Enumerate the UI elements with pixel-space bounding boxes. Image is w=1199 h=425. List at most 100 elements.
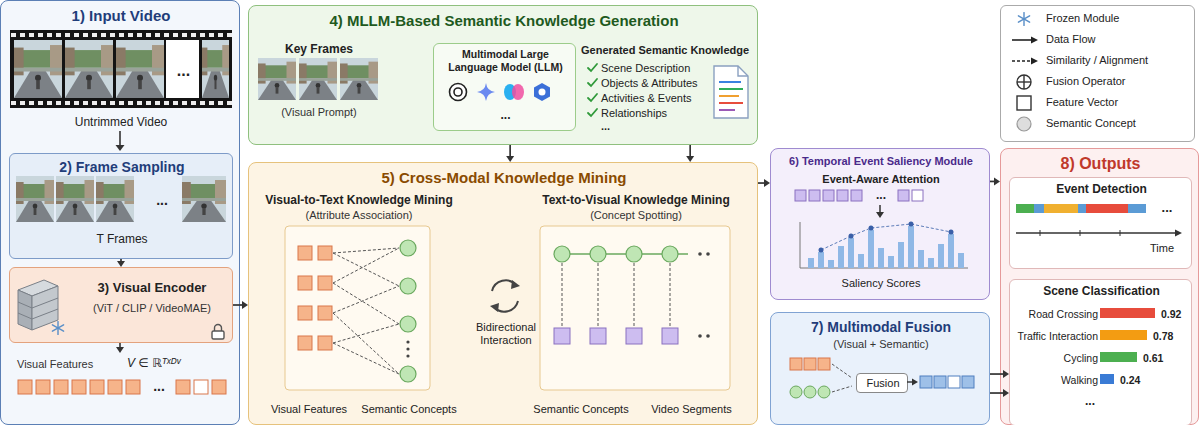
- legend-sample: [1017, 96, 1031, 110]
- film-strip: [10, 30, 232, 108]
- visual-feature: [298, 306, 312, 320]
- flow-arrow: [116, 145, 125, 151]
- sampled-frames: [96, 176, 134, 222]
- video-segment: [590, 328, 606, 344]
- arrow-head: [764, 179, 770, 187]
- saliency-chart: [909, 222, 914, 227]
- legend-text: Data Flow: [1046, 33, 1191, 46]
- encoder-panel: 3) Visual Encoder(ViT / CLIP / VideoMAE): [9, 267, 233, 343]
- alignment-line: [562, 263, 563, 327]
- text-label: ...: [144, 192, 180, 209]
- fusion-inputs: [804, 386, 816, 398]
- cycle-icon: [492, 280, 516, 291]
- text-label: Scene Description: [601, 62, 709, 75]
- panel-title: 4) MLLM-Based Semantic Knowledge Generat…: [249, 12, 759, 30]
- llm-icons: [512, 84, 524, 100]
- saliency-chart: [808, 258, 814, 268]
- event-timeline: [1086, 204, 1128, 213]
- document-icon: [719, 88, 743, 90]
- llm-icons: [504, 84, 516, 100]
- text-label: (Visual Prompt): [259, 106, 379, 119]
- alignment-line: [634, 263, 635, 327]
- saliency-chart: [819, 248, 824, 253]
- saliency-chart: [958, 253, 964, 268]
- lock-icon: [212, 331, 224, 339]
- legend-sample: [1012, 39, 1032, 41]
- llm-box: Multimodal Large Language Model (LLM)...: [433, 43, 576, 131]
- text-label: ...: [867, 188, 895, 202]
- fusion-inputs: [790, 358, 830, 370]
- key-frames: [258, 58, 378, 100]
- panel-title: 8) Outputs: [1001, 154, 1199, 173]
- arrow-head: [242, 301, 248, 309]
- event-timeline: [1120, 230, 1121, 236]
- legend-sample: [1012, 60, 1032, 62]
- text-label: (Visual + Semantic): [771, 338, 991, 351]
- check-mark: [588, 94, 597, 101]
- event-timeline: [1044, 204, 1078, 213]
- text-label: Relationships: [601, 107, 709, 120]
- llm-icons: [454, 88, 462, 96]
- semantic-concept: [554, 246, 570, 262]
- flow-arrow: [990, 389, 1009, 397]
- check-mark: [588, 79, 597, 86]
- panel-title: Scene Classification: [1010, 284, 1193, 298]
- key-frames: [340, 58, 378, 100]
- flow-arrow: [876, 212, 884, 218]
- legend-box: Frozen ModuleData FlowSimilarity / Align…: [1000, 5, 1195, 142]
- saliency-chart: [838, 246, 844, 268]
- cycle-icon: [494, 301, 518, 312]
- fusion-inputs: [832, 386, 852, 392]
- event-timeline: [1016, 204, 1034, 213]
- attention-token: [795, 190, 923, 201]
- llm-icons: [539, 89, 546, 96]
- event-timeline: [1040, 230, 1041, 236]
- lock-icon: [212, 325, 224, 340]
- attention-token: [837, 190, 848, 201]
- encoder-icon: [32, 309, 58, 319]
- text-label: Key Frames: [259, 42, 379, 56]
- event-timeline: [1128, 204, 1146, 213]
- visual-feature: [298, 246, 312, 260]
- text-label: Walking: [1012, 374, 1098, 387]
- text-label: Saliency Scores: [771, 277, 991, 290]
- attention-token: [912, 190, 923, 201]
- attention-token: [809, 190, 820, 201]
- attention-token: [898, 190, 909, 201]
- sampled-frames: [16, 176, 226, 222]
- panel-title: 2) Frame Sampling: [10, 159, 234, 176]
- visual-feature: [298, 336, 312, 350]
- event-timeline: [1016, 232, 1176, 233]
- check-mark: [588, 64, 597, 71]
- panel-title: 1) Input Video: [1, 7, 241, 25]
- score-bar: [1100, 308, 1155, 384]
- alignment-line: [333, 253, 399, 286]
- text-label: 0.61: [1143, 352, 1173, 365]
- saliency-chart: [848, 238, 854, 268]
- llm-icons: [534, 83, 550, 101]
- text-label: Road Crossing: [1012, 308, 1098, 321]
- text-label: Activities & Events: [601, 92, 709, 105]
- flow-arrow: [506, 145, 514, 162]
- feature-vector-row: [176, 380, 190, 394]
- text-label: (Concept Spotting): [531, 209, 741, 222]
- sampled-frames: [182, 176, 226, 222]
- fusion-inputs: [934, 376, 946, 388]
- check-mark: [588, 109, 597, 116]
- attention-token: [823, 190, 834, 201]
- text-label: Traffic Interaction: [1012, 330, 1098, 343]
- panel-title: 5) Cross-Modal Knowledge Mining: [249, 169, 759, 187]
- text-label: ...: [1070, 394, 1110, 408]
- visual-feature: [298, 276, 312, 290]
- attention-token: [795, 190, 806, 201]
- sampling-panel: 2) Frame Sampling...T Frames: [9, 153, 233, 259]
- cycle-icon: [490, 303, 499, 312]
- saliency-chart: [800, 222, 968, 269]
- text-label: Objects & Attributes: [601, 77, 709, 90]
- ellipsis-dots: [706, 252, 710, 256]
- flow-arrow: [233, 301, 248, 309]
- encoder-icon: [18, 302, 32, 308]
- concept-chain: [556, 253, 688, 254]
- text-label: 0.78: [1153, 330, 1183, 343]
